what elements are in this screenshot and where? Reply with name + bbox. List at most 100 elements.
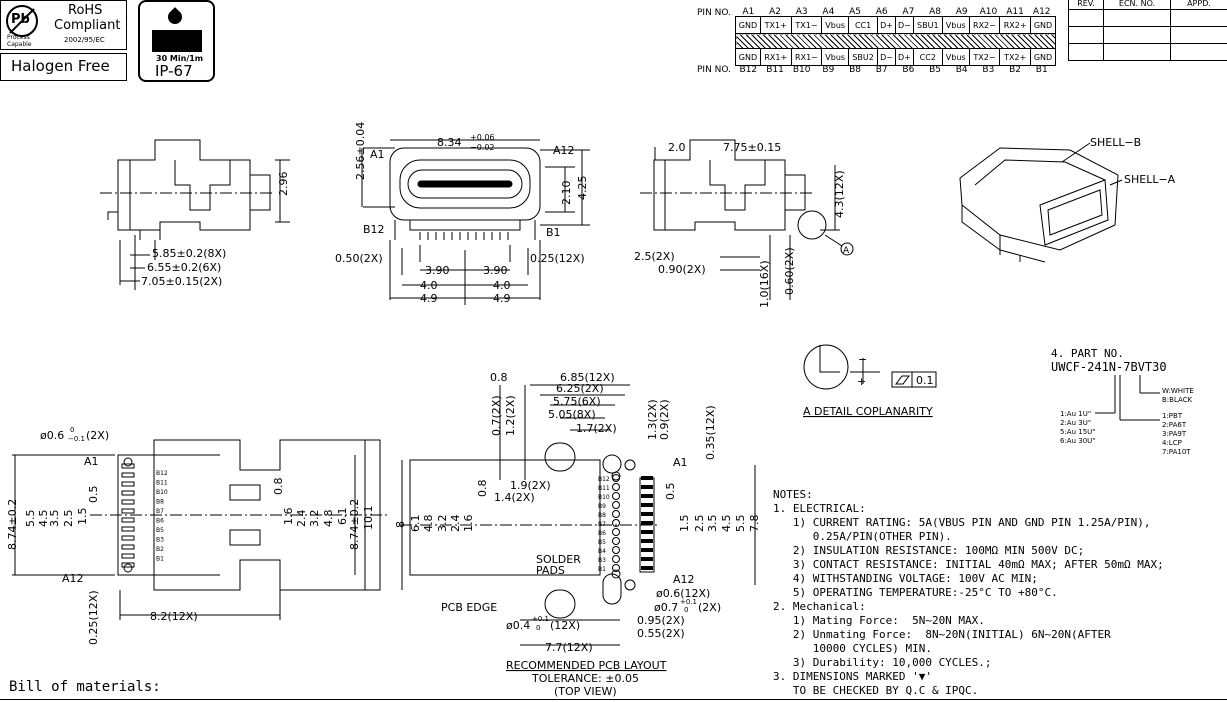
bottom-cell: Vbus [941, 48, 970, 66]
connector-pin [121, 481, 135, 487]
pcb-d-1-2: 1.2(2X) [504, 395, 517, 436]
connector-pin [121, 472, 135, 478]
bl-d-5-5: 5.5 [24, 510, 37, 528]
pcb-d-0-7b-tol2: 0 [684, 606, 688, 614]
pin-number: A1 [742, 7, 755, 17]
part-option: 6:Au 30U" [1060, 437, 1096, 445]
pin-number: A5 [849, 7, 861, 17]
pcb-pin-label: B7 [598, 521, 606, 528]
bl-d-0-8: 0.8 [272, 478, 285, 496]
bl-d-0-6: ø0.6 [40, 429, 64, 442]
dim-0-25-12x: 0.25(12X) [530, 252, 585, 265]
part-option: 4:LCP [1162, 439, 1182, 447]
pin-number: B7 [875, 65, 888, 75]
pcb-smd-pad [641, 530, 653, 534]
bottom-cell: SBU2 [848, 48, 879, 66]
pcb-d-2-5: 2.5 [693, 515, 706, 533]
bl-pin-label: B8 [156, 499, 164, 506]
pcb-layout-view [400, 384, 756, 646]
pcb-pin-label: B10 [598, 494, 610, 501]
pcb-smd-pad [641, 512, 653, 516]
bill-of-materials-label: Bill of materials: [9, 679, 161, 695]
note-line: 4) WITHSTANDING VOLTAGE: 100V AC MIN; [773, 572, 1038, 585]
pcb-d-1-9: 1.9(2X) [510, 479, 551, 492]
pcb-d-7-7: 7.7(12X) [545, 641, 593, 654]
pcb-d-0-4-tol: +0.1 [532, 615, 549, 623]
pcb-d-1-5: 1.5 [678, 515, 691, 533]
coplanarity-caption: A DETAIL COPLANARITY [803, 405, 933, 418]
pcb-d-0-7b-n: (2X) [698, 601, 721, 614]
pcb-d-5-75: 5.75(6X) [553, 395, 601, 408]
front-view [361, 139, 590, 305]
connector-pin [121, 490, 135, 496]
detail-a-label: A [843, 246, 850, 256]
shell-a-label: SHELL−A [1124, 173, 1176, 186]
isometric-view [959, 142, 1123, 263]
bl-pin-label: B6 [156, 518, 164, 525]
pcb-smd-pad [641, 548, 653, 552]
bl-pin-label: B1 [156, 556, 164, 563]
dim-6-55: 6.55±0.2(6X) [147, 261, 221, 274]
dim-8-34-tol-up: +0.06 [470, 133, 495, 142]
front-b1: B1 [546, 226, 561, 239]
pcb-pad [612, 510, 620, 518]
dim-8-34-tol-dn: −0.02 [470, 143, 495, 152]
notes-title: NOTES: [773, 488, 813, 501]
ip-rating: IP-67 [155, 62, 193, 80]
pcb-d-6-1: 6.1 [409, 515, 422, 533]
front-b12: B12 [363, 223, 385, 236]
pcb-view: (TOP VIEW) [554, 685, 617, 698]
dim-4-9b: 4.9 [493, 292, 511, 305]
note-line: 2) Unmating Force: 8N~20N(INITIAL) 6N~20… [773, 628, 1111, 641]
bl-pin-label: B11 [156, 480, 168, 487]
pcb-pad [612, 528, 620, 536]
dim-3-90b: 3.90 [483, 264, 508, 277]
dim-0-60: 0.60(2X) [783, 247, 796, 295]
bl-a1: A1 [84, 455, 99, 468]
dim-8-34: 8.34 [437, 136, 462, 149]
pcb-d-4-8: 4.8 [422, 515, 435, 533]
pcb-d-0-6: ø0.6(12X) [656, 587, 710, 600]
dim-5-85: 5.85±0.2(8X) [152, 247, 226, 260]
connector-pin [121, 463, 135, 469]
pcb-smd-pad [641, 539, 653, 543]
front-a1: A1 [370, 148, 385, 161]
dim-2-5: 2.5(2X) [634, 250, 675, 263]
pcb-edge-label: PCB EDGE [441, 601, 497, 614]
pin-number: A3 [795, 7, 808, 17]
connector-pin [121, 499, 135, 505]
bottom-view-left [12, 439, 390, 620]
pcb-d-1-7: 1.7(2X) [576, 422, 617, 435]
part-option: 7:PA10T [1162, 448, 1191, 456]
connector-pin [121, 535, 135, 541]
pcb-d-0-5: 0.5 [664, 483, 677, 501]
bottom-cell: RX1− [790, 48, 823, 66]
note-line: 2. Mechanical: [773, 600, 866, 613]
ip-time: 30 Min/1m [156, 54, 204, 63]
connector-pin [121, 553, 135, 559]
pcb-pin-label: B12 [598, 476, 610, 483]
pcb-smd-pad [641, 521, 653, 525]
note-line: 1. ELECTRICAL: [773, 502, 866, 515]
pcb-pin-label: B5 [598, 539, 606, 546]
part-number-tree [1095, 375, 1160, 421]
bl-d-4-8: 4.8 [322, 510, 335, 528]
bl-d-0-6-tol: 0 [70, 426, 74, 434]
dim-2-56: 2.56±0.04 [354, 122, 367, 180]
pcb-a12: A12 [673, 573, 695, 586]
pin-number: B2 [1009, 65, 1021, 75]
bl-pin-label: B12 [156, 470, 168, 477]
part-option: 3:PA9T [1162, 430, 1187, 438]
connector-pin [121, 517, 135, 523]
pcb-pads-label: PADS [536, 564, 565, 577]
connector-pin [121, 508, 135, 514]
pcb-d-0-9: 0.9(2X) [658, 399, 671, 440]
bl-d-0-5: 0.5 [87, 486, 100, 504]
